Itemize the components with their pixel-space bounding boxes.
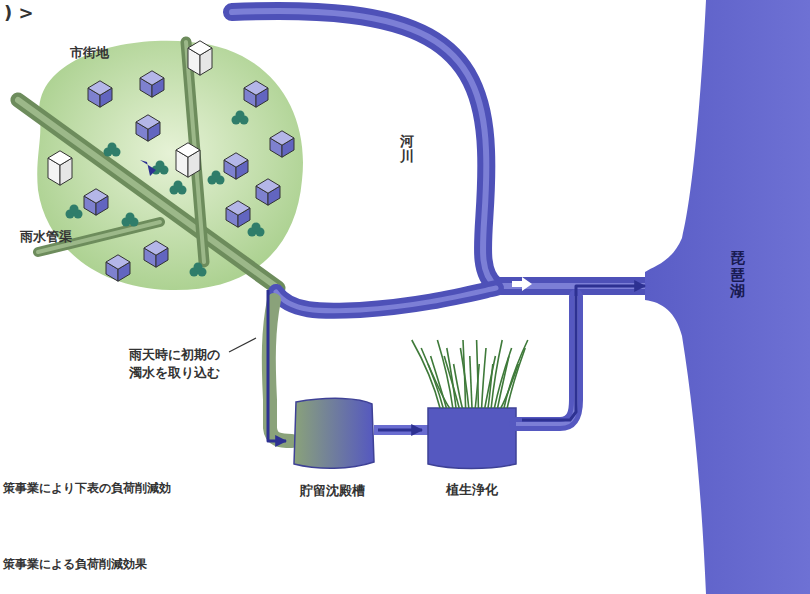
flow-connector — [522, 286, 645, 420]
trees — [66, 111, 265, 277]
node-label: 植生浄化 — [446, 481, 498, 499]
house — [144, 241, 168, 267]
house — [256, 179, 280, 205]
houses — [48, 41, 294, 281]
house — [224, 153, 248, 179]
flow-connector — [268, 290, 286, 441]
facility-box: 植生浄化 — [422, 395, 522, 503]
tree — [190, 263, 207, 277]
channel — [374, 425, 428, 435]
house — [188, 41, 212, 75]
text-label: 河川 — [400, 134, 414, 165]
flow-connector — [378, 429, 422, 432]
text-label: ) > — [4, 2, 34, 23]
facility-box: 貯留沈殿槽 — [286, 392, 378, 504]
leader-line — [229, 338, 256, 352]
house — [84, 189, 108, 215]
flow-arrow — [140, 160, 156, 176]
intake-channel — [269, 300, 292, 441]
outlet-channel — [516, 296, 576, 424]
reeds — [412, 340, 528, 408]
node-label: 琵琶湖 — [730, 250, 745, 300]
tree — [208, 171, 225, 185]
house — [244, 81, 268, 107]
river-flow-arrow — [512, 277, 532, 291]
house — [176, 143, 200, 177]
house — [226, 201, 250, 227]
tree — [170, 181, 187, 195]
lake-region: 琵琶湖 — [645, 0, 810, 594]
storm-pipes — [18, 42, 278, 288]
outlet-channel — [516, 296, 576, 424]
node-label: 市街地 — [70, 44, 109, 62]
lake — [645, 0, 810, 594]
vegetation-basin — [428, 408, 516, 469]
text-label: 策事業により下表の負荷削減効 — [3, 480, 171, 497]
tree — [248, 223, 265, 237]
node-label: 貯留沈殿槽 — [300, 482, 365, 500]
house — [136, 115, 160, 141]
house — [106, 255, 130, 281]
settling-tank — [294, 398, 374, 468]
tree — [232, 111, 249, 125]
tree — [152, 161, 169, 175]
text-label: 策事業による負荷削減効果 — [3, 556, 147, 573]
tree — [104, 143, 121, 157]
tree — [66, 205, 83, 219]
text-label: 雨水管渠 — [20, 228, 72, 246]
house — [88, 81, 112, 107]
river — [232, 11, 650, 311]
urban-area — [37, 41, 303, 290]
tree — [122, 213, 139, 227]
callout-text: 雨天時に初期の濁水を取り込む — [124, 346, 224, 381]
house — [270, 131, 294, 157]
urban-region: 市街地 — [20, 40, 305, 290]
house — [48, 151, 72, 185]
house — [140, 71, 164, 97]
